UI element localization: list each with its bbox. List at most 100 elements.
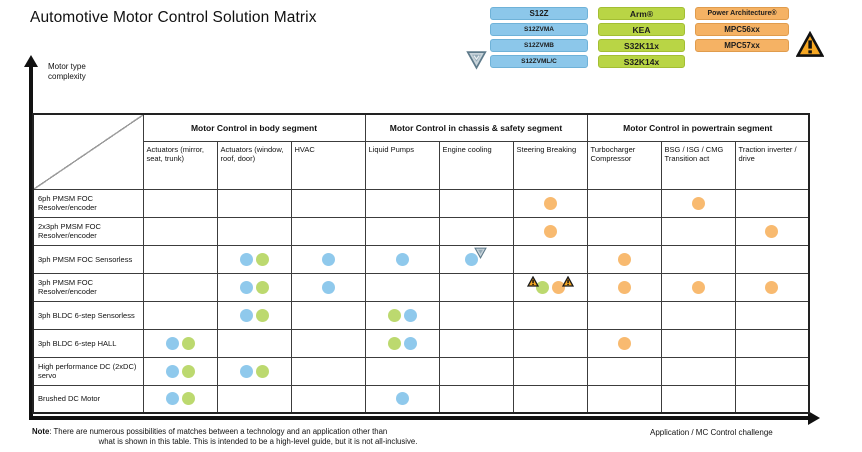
marker-dot-green bbox=[255, 308, 269, 322]
note-prefix: Note bbox=[32, 427, 50, 436]
column-header: Engine cooling bbox=[438, 140, 514, 190]
matrix-cell bbox=[660, 384, 736, 414]
marker-dot-orange bbox=[543, 224, 557, 238]
x-axis-label: Application / MC Control challenge bbox=[650, 428, 773, 437]
matrix-cell bbox=[512, 244, 588, 274]
marker-dot-green bbox=[387, 336, 401, 350]
matrix-cell bbox=[290, 216, 366, 246]
matrix-cell bbox=[586, 216, 662, 246]
matrix-cell bbox=[586, 356, 662, 386]
marker-dot-orange bbox=[617, 336, 631, 350]
matrix-cell bbox=[438, 384, 514, 414]
warning-triangle-icon bbox=[795, 30, 825, 58]
row-label: High performance DC (2xDC) servo bbox=[32, 356, 144, 386]
matrix-cell bbox=[512, 188, 588, 218]
matrix-cell bbox=[734, 188, 810, 218]
matrix-cell bbox=[734, 272, 810, 302]
matrix-cell bbox=[586, 328, 662, 358]
x-axis-line bbox=[29, 416, 810, 420]
note-text-line1: : There are numerous possibilities of ma… bbox=[49, 427, 388, 436]
matrix-cell bbox=[438, 216, 514, 246]
matrix-cell bbox=[216, 300, 292, 330]
marker-dot-orange bbox=[617, 280, 631, 294]
marker-dot-blue bbox=[239, 252, 253, 266]
row-label: 6ph PMSM FOC Resolver/encoder bbox=[32, 188, 144, 218]
matrix-cell bbox=[660, 188, 736, 218]
matrix-cell bbox=[216, 328, 292, 358]
segment-group-header: Motor Control in chassis & safety segmen… bbox=[364, 113, 588, 142]
marker-dot-green bbox=[181, 336, 195, 350]
marker-dot-green bbox=[255, 252, 269, 266]
matrix-cell bbox=[142, 384, 218, 414]
marker-dot-orange bbox=[691, 196, 705, 210]
matrix-cell bbox=[364, 216, 440, 246]
segment-group-header: Motor Control in body segment bbox=[142, 113, 366, 142]
table-row: 3ph BLDC 6-step HALL bbox=[32, 328, 810, 358]
table-row: Brushed DC Motor bbox=[32, 384, 810, 414]
marker-dot-orange bbox=[543, 196, 557, 210]
column-header: Liquid Pumps bbox=[364, 140, 440, 190]
page-title: Automotive Motor Control Solution Matrix bbox=[30, 9, 317, 26]
segment-group-header: Motor Control in powertrain segment bbox=[586, 113, 810, 142]
matrix-cell bbox=[586, 384, 662, 414]
matrix-cell bbox=[734, 300, 810, 330]
matrix-cell bbox=[734, 244, 810, 274]
matrix-cell bbox=[142, 356, 218, 386]
matrix-cell bbox=[290, 244, 366, 274]
legend-pill: S12ZVMA bbox=[490, 23, 588, 36]
marker-dot-blue bbox=[403, 308, 417, 322]
table-row: 6ph PMSM FOC Resolver/encoder bbox=[32, 188, 810, 218]
marker-dot-blue bbox=[165, 336, 179, 350]
matrix-cell bbox=[142, 272, 218, 302]
qualification-triangle-icon bbox=[474, 247, 487, 259]
matrix-cell bbox=[216, 356, 292, 386]
matrix-cell bbox=[660, 244, 736, 274]
matrix-cell bbox=[512, 328, 588, 358]
table-row: 3ph BLDC 6-step Sensorless bbox=[32, 300, 810, 330]
note: Note: There are numerous possibilities o… bbox=[32, 427, 484, 447]
marker-dot-orange bbox=[765, 280, 779, 294]
legend-pill: S32K14x bbox=[598, 55, 685, 68]
column-header: Steering Breaking bbox=[512, 140, 588, 190]
column-header: Turbocharger Compressor bbox=[586, 140, 662, 190]
matrix-cell bbox=[216, 216, 292, 246]
matrix-cell bbox=[586, 188, 662, 218]
table-row: 3ph PMSM FOC Sensorless bbox=[32, 244, 810, 274]
matrix-cell bbox=[142, 328, 218, 358]
matrix-cell bbox=[660, 300, 736, 330]
marker-dot-green bbox=[181, 392, 195, 406]
warning-triangle-icon bbox=[526, 275, 539, 287]
legend-pill: Arm® bbox=[598, 7, 685, 20]
marker-dot-blue bbox=[321, 252, 335, 266]
marker-dot-green bbox=[535, 280, 549, 294]
matrix-cell bbox=[512, 356, 588, 386]
legend-pill: S12ZVML/C bbox=[490, 55, 588, 68]
marker-dot-blue bbox=[395, 392, 409, 406]
y-axis-label: Motor type complexity bbox=[48, 62, 86, 81]
matrix-cell bbox=[512, 216, 588, 246]
matrix-cell bbox=[512, 384, 588, 414]
matrix-cell bbox=[364, 272, 440, 302]
matrix-cell bbox=[438, 272, 514, 302]
row-label: Brushed DC Motor bbox=[32, 384, 144, 414]
row-label: 3ph BLDC 6-step HALL bbox=[32, 328, 144, 358]
row-label: 2x3ph PMSM FOC Resolver/encoder bbox=[32, 216, 144, 246]
marker-dot-orange bbox=[551, 280, 565, 294]
marker-dot-blue bbox=[403, 336, 417, 350]
marker-dot-blue bbox=[465, 252, 478, 266]
marker-dot-green bbox=[181, 364, 195, 378]
legend-pill: S12ZVMB bbox=[490, 39, 588, 52]
table-row: 2x3ph PMSM FOC Resolver/encoder bbox=[32, 216, 810, 246]
marker-dot-green bbox=[387, 308, 401, 322]
matrix-cell bbox=[660, 356, 736, 386]
legend-pill: Power Architecture® bbox=[695, 7, 789, 20]
matrix-cell bbox=[216, 244, 292, 274]
y-axis-line bbox=[29, 66, 33, 418]
x-axis-arrowhead-icon bbox=[808, 411, 820, 425]
matrix-cell bbox=[660, 272, 736, 302]
